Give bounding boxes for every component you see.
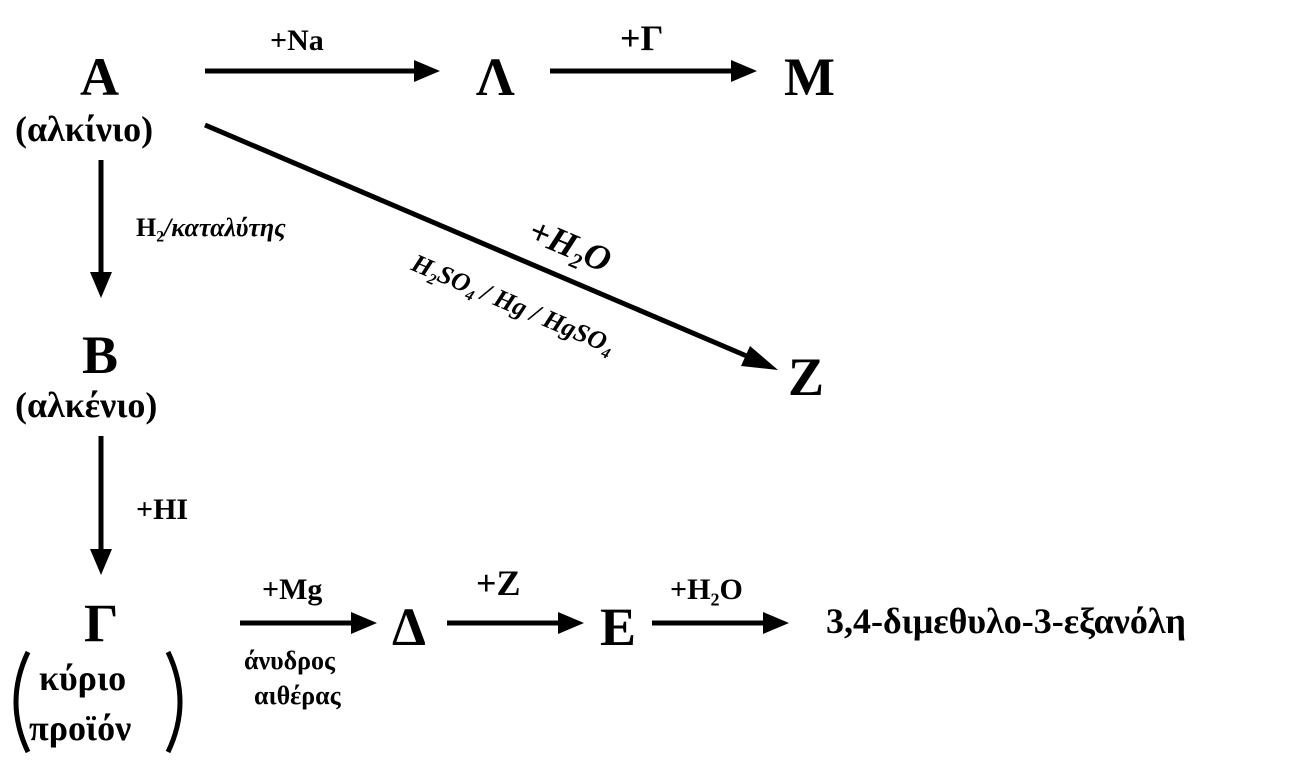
node-b: Β	[82, 325, 119, 385]
left-paren	[13, 650, 31, 754]
reagent-g-to-d-bottom-1: άνυδρος	[244, 646, 335, 675]
product-name: 3,4-διμεθυλο-3-εξανόλη	[826, 601, 1186, 641]
arrowhead-a-to-z	[741, 346, 778, 370]
reagent-e-to-product-sub: 2	[710, 589, 720, 610]
node-d: Δ	[392, 597, 426, 657]
arrowhead-b-to-g	[90, 549, 112, 575]
right-paren	[165, 650, 183, 754]
node-g-note-line1: κύριο	[39, 658, 127, 698]
reagent-e-to-product: +H2O	[670, 573, 743, 609]
node-z: Ζ	[788, 347, 825, 407]
reagent-a-to-l: +Na	[270, 24, 324, 57]
node-a-note: (αλκίνιο)	[15, 109, 154, 149]
reagent-a-to-b-rest: /καταλύτης	[164, 213, 286, 242]
arrowhead-e-to-product	[763, 612, 789, 634]
arrowhead-a-to-l	[414, 60, 440, 82]
node-b-note: (αλκένιο)	[15, 385, 158, 425]
reagent-a-to-b: H2/καταλύτης	[136, 213, 286, 245]
reagent-a-to-b-h: H	[136, 213, 157, 242]
reagent-g-to-d-top: +Mg	[262, 573, 323, 606]
arrow-a-to-z	[204, 122, 757, 363]
node-e: Ε	[600, 597, 637, 657]
node-l: Λ	[476, 47, 515, 107]
reagent-e-to-product-pre: +H	[670, 573, 711, 606]
node-m: Μ	[784, 47, 835, 107]
node-g: Γ	[84, 593, 119, 653]
reagent-d-to-e: +Z	[476, 563, 521, 603]
reagent-g-to-d-bottom-2: αιθέρας	[254, 681, 341, 710]
reagent-a-to-b-sub: 2	[156, 228, 165, 246]
arrowhead-a-to-b	[90, 272, 112, 298]
arrowhead-g-to-d	[351, 612, 377, 634]
reagent-e-to-product-post: O	[719, 573, 743, 606]
node-a: Α	[80, 47, 119, 107]
reagent-l-to-m: +Γ	[620, 18, 664, 58]
arrowhead-d-to-e	[558, 612, 584, 634]
node-g-note-line2: προϊόν	[29, 708, 132, 748]
arrowhead-l-to-m	[731, 60, 757, 82]
reagent-b-to-g: +HI	[136, 493, 189, 526]
